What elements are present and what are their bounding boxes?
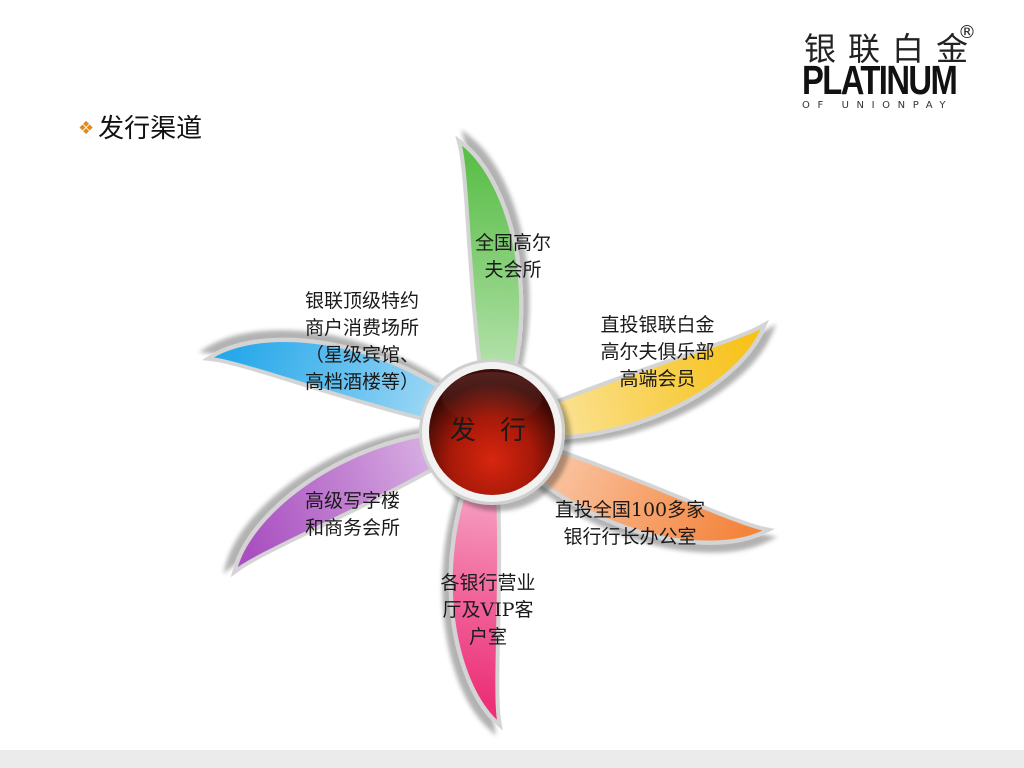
petal-text-lower-right: 直投全国100多家 银行行长办公室 (554, 499, 706, 548)
petal-upper-left (201, 338, 504, 439)
petal-text-bottom: 各银行营业 厅及VIP客 户室 (440, 572, 536, 648)
unionpay-platinum-logo: 银联白金 ® PLATINUM OF UNIONPAY (796, 20, 986, 115)
center-label: 发 行 (449, 416, 535, 446)
slide-heading: ❖发行渠道 (78, 108, 202, 145)
diamond-bullet-icon: ❖ (78, 118, 95, 139)
center-circle (419, 359, 565, 505)
petal-text-top: 全国高尔 夫会所 (474, 232, 551, 281)
petal-text-lower-left: 高级写字楼 和商务会所 (304, 490, 400, 539)
petal-text-upper-right: 直投银联白金 高尔夫俱乐部 高端会员 (600, 314, 715, 390)
heading-text: 发行渠道 (98, 114, 203, 144)
logo-english-text: PLATINUM (802, 57, 958, 103)
registered-mark: ® (958, 22, 976, 43)
logo-subtitle: OF UNIONPAY (802, 100, 954, 111)
footer-bar (0, 750, 1024, 768)
logo-chinese-text: 银联白金 (804, 30, 981, 68)
petal-text-upper-left: 银联顶级特约 商户消费场所 （星级宾馆、 高档酒楼等） (304, 290, 419, 393)
